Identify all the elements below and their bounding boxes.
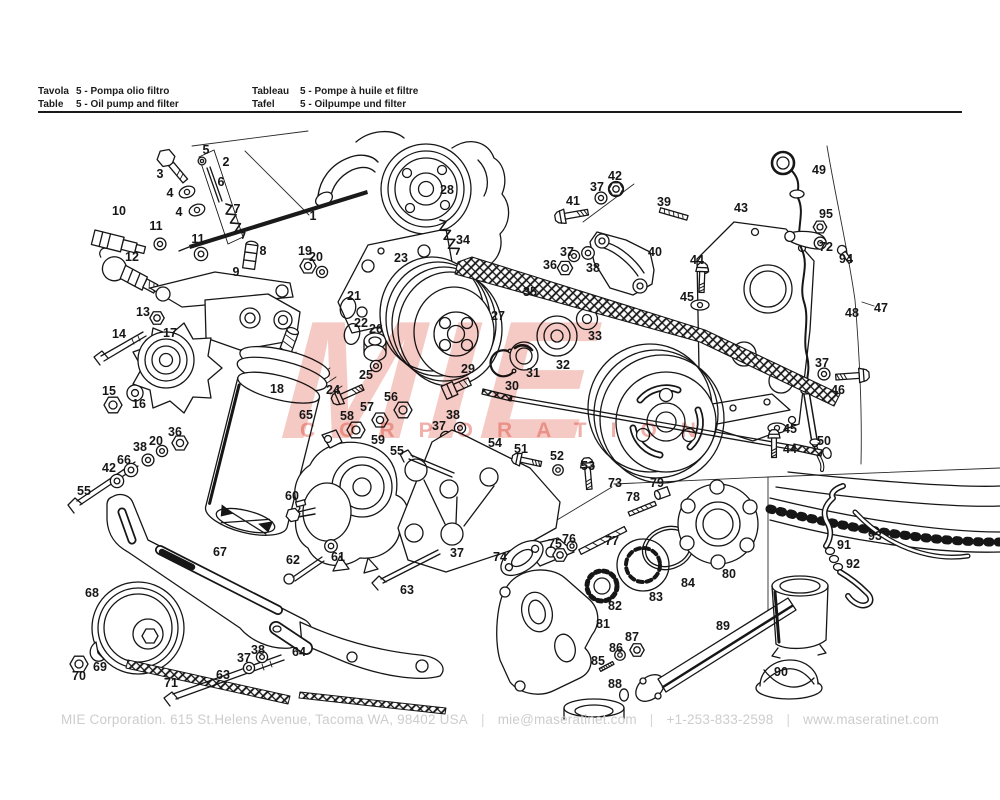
bushing-26 — [364, 333, 386, 361]
inset-crankcase — [770, 472, 1000, 605]
footer-part: mie@maseratinet.com — [497, 712, 637, 727]
bearing-group — [441, 307, 599, 400]
sender-10-12 — [91, 230, 209, 294]
timing-cover-43 — [697, 222, 814, 441]
bracket-40 — [590, 232, 654, 295]
tie-rod — [482, 389, 822, 456]
footer-part: www.maseratinet.com — [803, 712, 940, 727]
footer-part: MIE Corporation. 615 St.Helens Avenue, T… — [60, 712, 468, 727]
water-pump-28 — [313, 132, 508, 268]
footer-separator: | — [786, 712, 791, 727]
fasteners-top-right — [553, 182, 689, 276]
cap-90 — [756, 660, 822, 699]
oil-pump-group — [495, 480, 828, 719]
tensioner-group — [69, 495, 446, 714]
gear-17 — [133, 323, 222, 413]
oil-line-1 — [179, 190, 368, 251]
fasteners-right — [691, 262, 871, 458]
piston-stub — [564, 699, 624, 719]
header-divider — [38, 111, 962, 113]
fastener-group-top-left — [154, 146, 248, 244]
footer-separator: | — [481, 712, 485, 727]
pump-arm-9 — [150, 241, 386, 361]
footer-contact-line: MIE Corporation. 615 St.Helens Avenue, T… — [0, 712, 1000, 727]
pickup-tube-89 — [631, 576, 828, 707]
damper-wheel — [588, 344, 724, 483]
washer-row-left — [68, 435, 189, 513]
crank-pulley-27 — [380, 257, 502, 386]
fasteners-left — [94, 311, 165, 414]
alternator-59 — [285, 430, 460, 573]
belt-35 — [455, 257, 840, 406]
oil-filter-65 — [198, 316, 338, 543]
footer-part: +1-253-833-2598 — [666, 712, 774, 727]
footer-separator: | — [649, 712, 654, 727]
bracket-54 — [398, 430, 597, 572]
